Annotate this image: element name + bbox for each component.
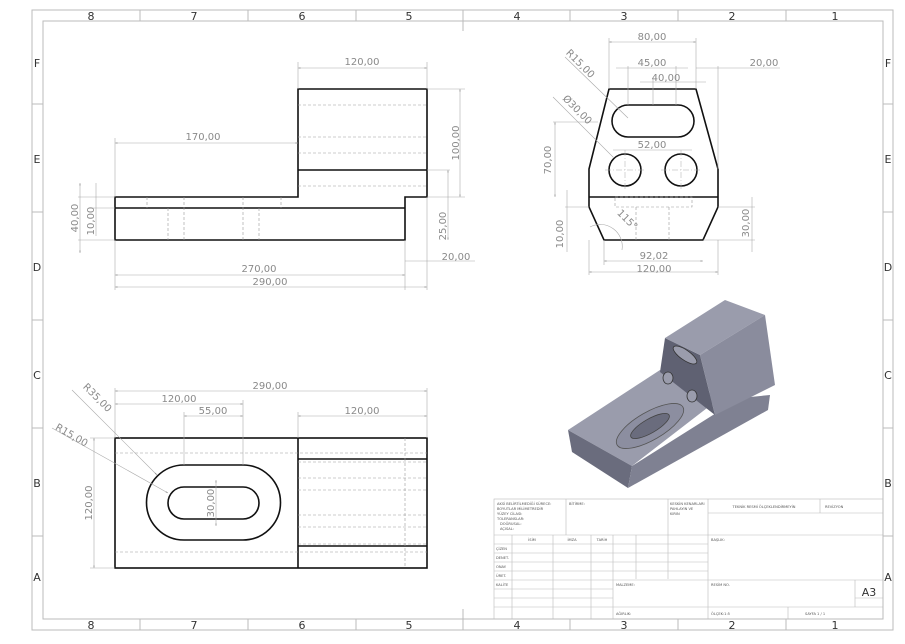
svg-text:ÖLÇEK:1:5: ÖLÇEK:1:5 — [711, 611, 730, 616]
svg-text:3: 3 — [621, 10, 628, 23]
svg-text:AĞIRLIK:: AĞIRLIK: — [616, 611, 631, 616]
top-view: 290,00 120,00 55,00 120,00 R35,00 R15,00… — [51, 381, 428, 569]
svg-text:BİTİRME:: BİTİRME: — [569, 501, 585, 506]
svg-text:DENET.: DENET. — [496, 556, 509, 560]
svg-text:YÜZEY CİLASI:: YÜZEY CİLASI: — [497, 511, 523, 516]
dim-front-block-height: 100,00 — [451, 126, 462, 161]
svg-text:E: E — [885, 153, 892, 166]
svg-text:E: E — [34, 153, 41, 166]
zone-labels-top: 8 7 6 5 4 3 2 1 — [88, 10, 839, 23]
svg-text:AÇISAL:: AÇISAL: — [500, 527, 514, 531]
dim-top-outer-radius: R35,00 — [80, 382, 113, 415]
svg-text:1: 1 — [832, 619, 839, 632]
dim-side-bottom-width: 92,02 — [640, 251, 669, 262]
title-block: AKSİ BELİRTİLMEDİĞİ SÜRECE: BOYUTLAR MİL… — [493, 498, 884, 620]
dim-side-top-width: 80,00 — [638, 32, 667, 43]
dim-side-hole-spacing: 52,00 — [638, 140, 667, 151]
svg-text:5: 5 — [406, 10, 413, 23]
svg-text:2: 2 — [729, 619, 736, 632]
svg-text:B: B — [884, 477, 892, 490]
svg-text:D: D — [33, 261, 41, 274]
svg-text:ÇİZEN: ÇİZEN — [496, 546, 507, 551]
isometric-view — [568, 300, 775, 488]
dim-top-overall-length: 290,00 — [253, 381, 288, 392]
dim-front-top-width: 120,00 — [345, 57, 380, 68]
svg-text:5: 5 — [406, 619, 413, 632]
dim-side-slot-length: 45,00 — [638, 58, 667, 69]
dim-front-left-step: 170,00 — [186, 132, 221, 143]
side-view: 80,00 45,00 40,00 20,00 R15,00 Ø30,00 52… — [543, 32, 780, 275]
dim-side-right-offset: 20,00 — [750, 58, 779, 69]
front-view: 120,00 170,00 100,00 25,00 20,00 40,00 1… — [70, 57, 475, 290]
svg-text:KALİTE: KALİTE — [496, 582, 509, 587]
svg-text:8: 8 — [88, 10, 95, 23]
svg-text:KIRIN: KIRIN — [670, 512, 680, 516]
zone-labels-right: F E D C B A — [884, 57, 892, 584]
svg-text:6: 6 — [299, 10, 306, 23]
svg-text:İMZA: İMZA — [567, 537, 577, 542]
zone-labels-bottom: 8 7 6 5 4 3 2 1 — [88, 619, 839, 632]
svg-text:MALZEME:: MALZEME: — [616, 583, 635, 587]
svg-text:SAYFA 1 / 1: SAYFA 1 / 1 — [805, 612, 825, 616]
svg-text:4: 4 — [514, 619, 521, 632]
svg-text:DOĞRUSAL:: DOĞRUSAL: — [500, 521, 522, 526]
dim-top-inner-radius: R15,00 — [53, 422, 89, 449]
svg-text:BOYUTLAR MİLİMETREDİR: BOYUTLAR MİLİMETREDİR — [497, 506, 544, 511]
svg-text:F: F — [885, 57, 891, 70]
dim-side-overall-width: 120,00 — [637, 264, 672, 275]
svg-text:7: 7 — [191, 10, 198, 23]
dim-top-overall-width: 120,00 — [84, 486, 95, 521]
svg-text:4: 4 — [514, 10, 521, 23]
svg-text:REVİZYON: REVİZYON — [825, 504, 844, 509]
svg-text:TEKNİK RESMİ ÖLÇEKLENDİRMEYİN: TEKNİK RESMİ ÖLÇEKLENDİRMEYİN — [732, 504, 796, 509]
dim-top-slot-length: 55,00 — [199, 406, 228, 417]
svg-text:A: A — [33, 571, 41, 584]
dim-front-lip-height: 10,00 — [86, 207, 97, 236]
svg-text:İSİM: İSİM — [528, 537, 536, 542]
dim-top-slot-width: 30,00 — [206, 489, 217, 518]
dim-side-right-height: 30,00 — [741, 209, 752, 238]
svg-text:A: A — [884, 571, 892, 584]
svg-text:KESKİN KENARLARI: KESKİN KENARLARI — [670, 501, 705, 506]
svg-text:TOLERANSLAR:: TOLERANSLAR: — [496, 517, 524, 521]
svg-text:ONAY.: ONAY. — [496, 565, 507, 569]
zone-labels-left: F E D C B A — [33, 57, 41, 584]
dim-top-block-width: 120,00 — [345, 406, 380, 417]
svg-text:RESİM NO.: RESİM NO. — [711, 582, 730, 587]
svg-text:ÜRET.: ÜRET. — [496, 573, 506, 578]
svg-text:7: 7 — [191, 619, 198, 632]
svg-text:C: C — [884, 369, 892, 382]
dim-front-step-height: 25,00 — [438, 212, 449, 241]
svg-text:TARİH: TARİH — [596, 537, 608, 542]
svg-text:BAŞLIK:: BAŞLIK: — [711, 538, 725, 542]
svg-text:B: B — [33, 477, 41, 490]
dim-side-angle: 115° — [614, 208, 639, 233]
svg-text:C: C — [33, 369, 41, 382]
svg-text:2: 2 — [729, 10, 736, 23]
dim-side-slot-center: 40,00 — [652, 73, 681, 84]
dim-front-inner-length: 270,00 — [242, 264, 277, 275]
sheet-size: A3 — [862, 586, 877, 599]
dim-top-slot-offset: 120,00 — [162, 394, 197, 405]
dim-front-right-offset: 20,00 — [442, 252, 471, 263]
svg-text:1: 1 — [832, 10, 839, 23]
svg-text:6: 6 — [299, 619, 306, 632]
dim-side-lip-height: 10,00 — [555, 220, 566, 249]
dim-side-hole-height: 70,00 — [543, 146, 554, 175]
dim-front-base-height: 40,00 — [70, 204, 81, 233]
svg-text:8: 8 — [88, 619, 95, 632]
dim-side-slot-radius: R15,00 — [563, 48, 596, 81]
svg-text:AKSİ BELİRTİLMEDİĞİ SÜRECE:: AKSİ BELİRTİLMEDİĞİ SÜRECE: — [497, 501, 551, 506]
svg-text:3: 3 — [621, 619, 628, 632]
dim-front-overall-length: 290,00 — [253, 277, 288, 288]
svg-text:D: D — [884, 261, 892, 274]
svg-text:PAHLAYIN VE: PAHLAYIN VE — [670, 507, 694, 511]
drawing-frame — [31, 9, 894, 631]
svg-text:F: F — [34, 57, 40, 70]
